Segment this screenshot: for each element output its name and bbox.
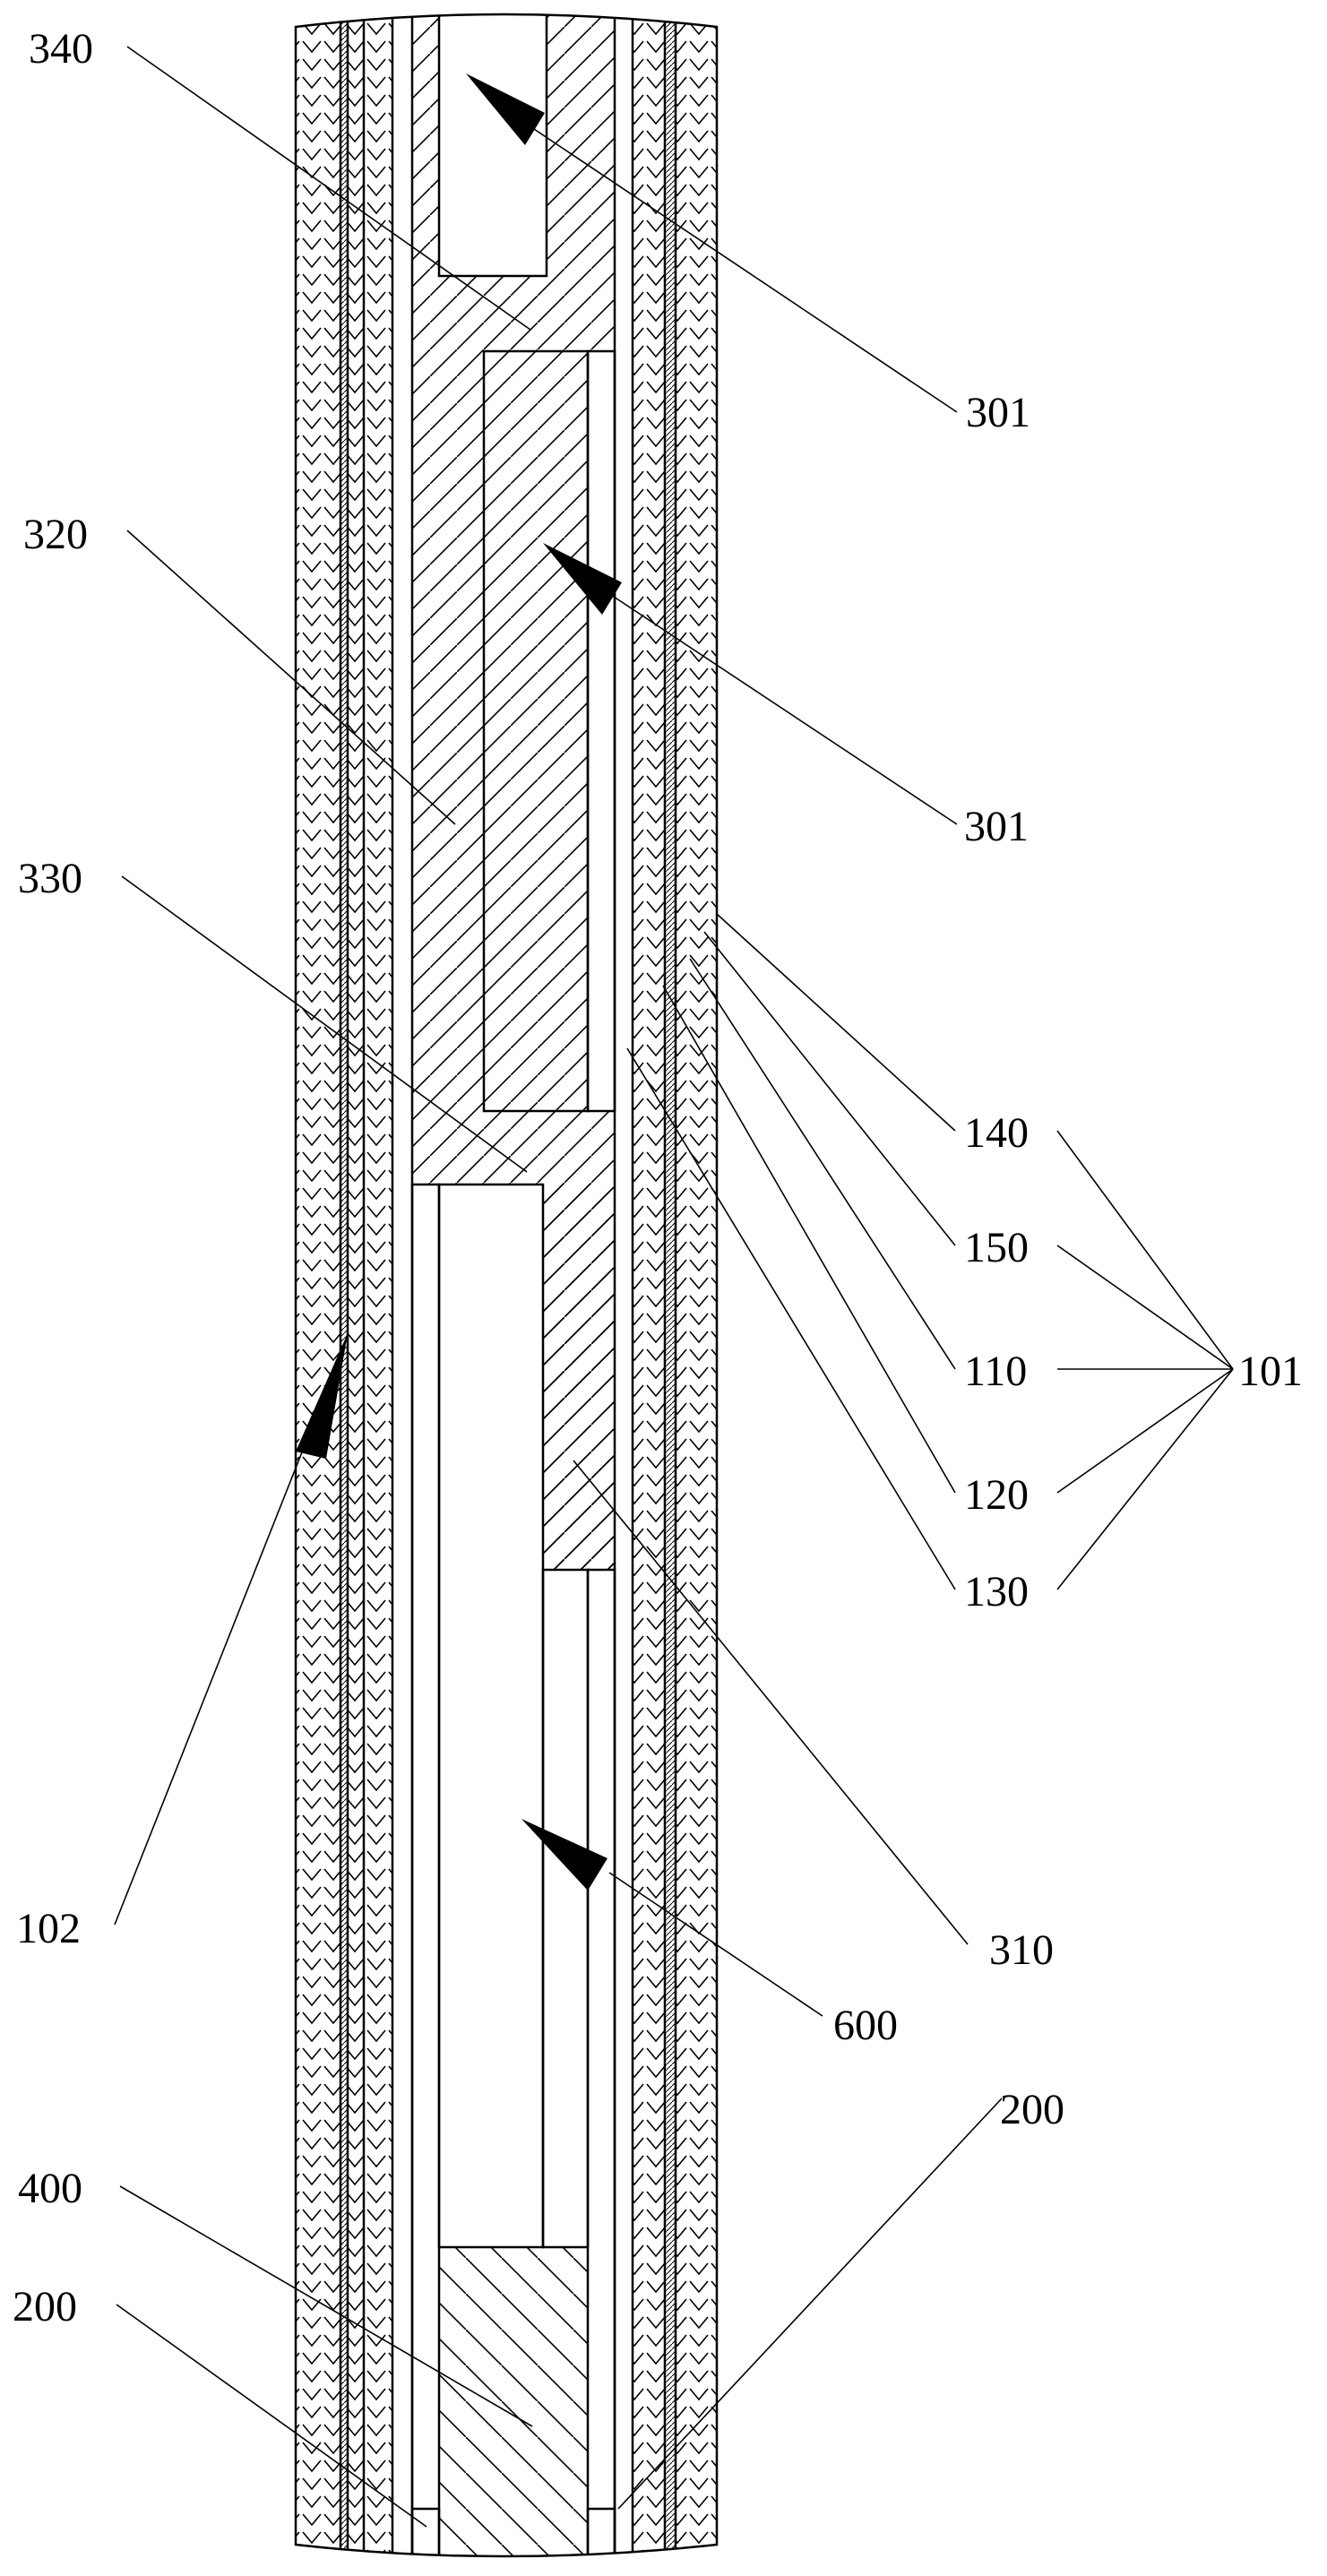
layer-right-thin (665, 14, 676, 2556)
label-102: 102 (16, 1905, 81, 1952)
label-600: 600 (833, 2002, 898, 2049)
core-310-hatch (543, 1185, 615, 1570)
label-130: 130 (964, 1568, 1029, 1615)
arrow-301-middle (543, 543, 622, 615)
label-340: 340 (29, 25, 93, 73)
label-200-left: 200 (13, 2283, 77, 2330)
layer-boundaries (339, 14, 677, 2556)
layer-left-inner (392, 14, 412, 2556)
cavity-lower (437, 1183, 545, 2249)
reference-labels: 340 301 320 301 330 140 150 110 101 120 … (13, 25, 1303, 2330)
tube-body (296, 14, 717, 2556)
layer-left-outer-3 (364, 14, 392, 2556)
label-120: 120 (964, 1471, 1029, 1519)
label-400: 400 (18, 2165, 82, 2212)
cavity-middle-strip (586, 349, 616, 1113)
arrow-600 (521, 1819, 607, 1891)
layer-left-outer-1 (296, 14, 340, 2556)
label-310: 310 (989, 1926, 1054, 1974)
label-301-top: 301 (966, 389, 1030, 436)
layer-right-inner (615, 14, 633, 2556)
cavity-top (437, 14, 548, 278)
arrow-102 (296, 1333, 348, 1459)
label-200-right: 200 (1000, 2086, 1064, 2133)
label-330: 330 (18, 855, 82, 902)
layer-left-outer-2 (348, 14, 364, 2556)
cavity-lower-strip (586, 1568, 616, 2556)
core-upper-hatch (412, 14, 615, 1185)
label-110: 110 (964, 1348, 1027, 1395)
layer-right-outer-1 (633, 14, 665, 2556)
label-150: 150 (964, 1224, 1029, 1271)
flow-arrows (296, 73, 622, 1891)
cavity-lower-right (541, 1568, 590, 2249)
leader-lines (114, 46, 1234, 2528)
layer-left-thin (340, 14, 348, 2556)
layer-right-outer-2 (676, 14, 717, 2556)
label-301-middle: 301 (964, 803, 1029, 850)
bottom-plug-hatch (439, 2247, 588, 2556)
label-101: 101 (1238, 1348, 1303, 1395)
right-end-gap (586, 2507, 616, 2556)
label-140: 140 (964, 1109, 1029, 1157)
tube-outline (294, 13, 719, 2558)
arrow-301-top (466, 73, 545, 145)
left-end-gap (410, 2507, 441, 2556)
label-320: 320 (23, 511, 88, 558)
